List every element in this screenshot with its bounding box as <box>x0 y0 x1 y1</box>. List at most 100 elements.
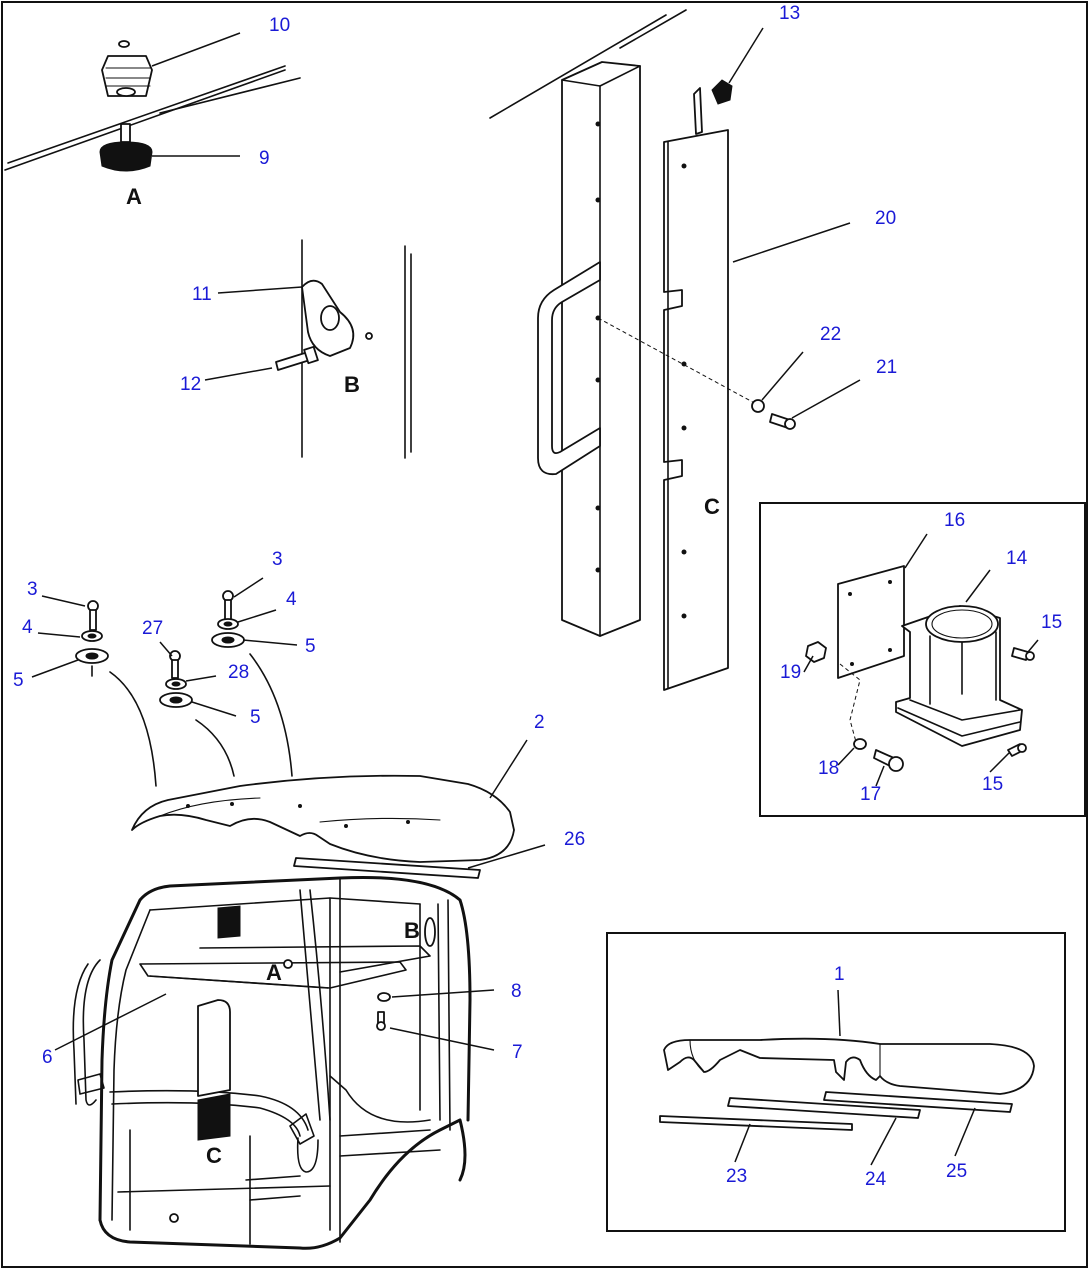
callout-number: 21 <box>876 357 897 378</box>
part-10-nut <box>101 40 153 97</box>
detail-letters: A B C B A C <box>126 184 720 1168</box>
leader-line <box>728 27 764 84</box>
part-24-strip <box>727 1097 921 1119</box>
leader-line <box>37 632 81 638</box>
detail-letter: A <box>266 960 282 985</box>
leader-line <box>734 1123 751 1163</box>
leader-line <box>875 765 885 787</box>
part-22-washer <box>751 399 765 413</box>
fastener-set-right <box>211 590 245 648</box>
callout-number: 22 <box>820 324 841 345</box>
fastener-set-middle <box>159 650 193 708</box>
part-20-cover-plate <box>663 87 729 691</box>
callout-number: 24 <box>865 1169 887 1190</box>
leader-line <box>791 379 861 419</box>
callout-number: 10 <box>269 15 290 36</box>
leader-line <box>761 351 804 401</box>
leader-line <box>965 569 991 603</box>
callout-number: 28 <box>228 662 249 683</box>
roof-fasteners <box>75 590 293 787</box>
callout-number: 9 <box>259 148 270 169</box>
part-18-washer <box>853 738 867 750</box>
callout-number: 3 <box>272 549 283 570</box>
leader-line <box>41 595 86 607</box>
part-11-latch-bracket <box>301 279 373 357</box>
leader-line <box>217 286 303 294</box>
leader-line <box>159 641 173 657</box>
callout-number: 13 <box>779 3 800 24</box>
part-14-holder <box>895 605 1023 747</box>
callout-number: 4 <box>286 589 297 610</box>
leader-line <box>191 701 237 717</box>
leader-line <box>204 367 273 381</box>
callout-number: 5 <box>250 707 261 728</box>
leader-line <box>1027 639 1039 653</box>
leader-line <box>391 989 495 998</box>
detail-a-mount <box>4 40 301 172</box>
leader-lines <box>31 27 1039 1166</box>
part-7-screw <box>376 1011 386 1031</box>
part-8-washer <box>377 992 391 1002</box>
leader-line <box>233 577 264 598</box>
callout-number: 15 <box>1041 612 1062 633</box>
part-13-clip <box>711 79 733 105</box>
part-23-strip <box>659 1115 853 1131</box>
leader-line <box>242 639 298 646</box>
part-2-roof-panel <box>131 774 515 863</box>
leader-line <box>389 1027 495 1051</box>
callout-number: 23 <box>726 1166 747 1187</box>
fastener-set-left <box>75 600 109 677</box>
callout-number: 4 <box>22 617 33 638</box>
detail-letter: B <box>404 918 420 943</box>
detail-letter: C <box>206 1143 222 1168</box>
callout-number: 12 <box>180 374 201 395</box>
leader-line <box>467 844 546 869</box>
grab-handle <box>537 261 601 476</box>
roof-option-inset-frame <box>606 932 1066 1232</box>
callout-number: 27 <box>142 618 163 639</box>
leader-line <box>732 222 851 263</box>
part-17-bolt <box>873 749 904 772</box>
part-1-roof-panel <box>663 1037 1035 1095</box>
callout-number: 7 <box>512 1042 523 1063</box>
leader-line <box>31 659 79 678</box>
callout-number: 14 <box>1006 548 1028 569</box>
part-21-bolt <box>769 413 796 430</box>
callout-number: 20 <box>875 208 896 229</box>
part-9-knob <box>99 123 153 172</box>
callout-number: 8 <box>511 981 522 1002</box>
leader-line <box>837 747 855 766</box>
callout-number: 5 <box>13 670 24 691</box>
detail-letter: A <box>126 184 142 209</box>
bracket-assembly <box>805 565 1035 772</box>
part-25-strip <box>823 1091 1013 1113</box>
callout-number: 17 <box>860 784 881 805</box>
callout-number: 5 <box>305 636 316 657</box>
cab-frame <box>72 876 472 1250</box>
part-15-screw-upper <box>1011 647 1035 661</box>
detail-b-latch <box>275 239 412 459</box>
leader-line <box>904 533 928 569</box>
roof-line <box>489 14 667 119</box>
detail-letter: B <box>344 372 360 397</box>
part-16-plate <box>837 565 905 679</box>
callout-number: 16 <box>944 510 965 531</box>
callout-number: 25 <box>946 1161 967 1182</box>
pillar-post <box>561 61 641 637</box>
leader-line <box>237 609 277 623</box>
leader-line <box>837 989 841 1037</box>
leader-line <box>803 655 814 673</box>
callout-number: 19 <box>780 662 801 683</box>
leader-line <box>151 32 241 67</box>
detail-letter: C <box>704 494 720 519</box>
leader-line <box>185 675 217 682</box>
callout-number: 3 <box>27 579 38 600</box>
callout-number: 2 <box>534 712 545 733</box>
leader-line <box>489 739 528 799</box>
callout-number: 1 <box>834 964 845 985</box>
callout-number: 26 <box>564 829 585 850</box>
roof-edge-line <box>4 69 286 171</box>
